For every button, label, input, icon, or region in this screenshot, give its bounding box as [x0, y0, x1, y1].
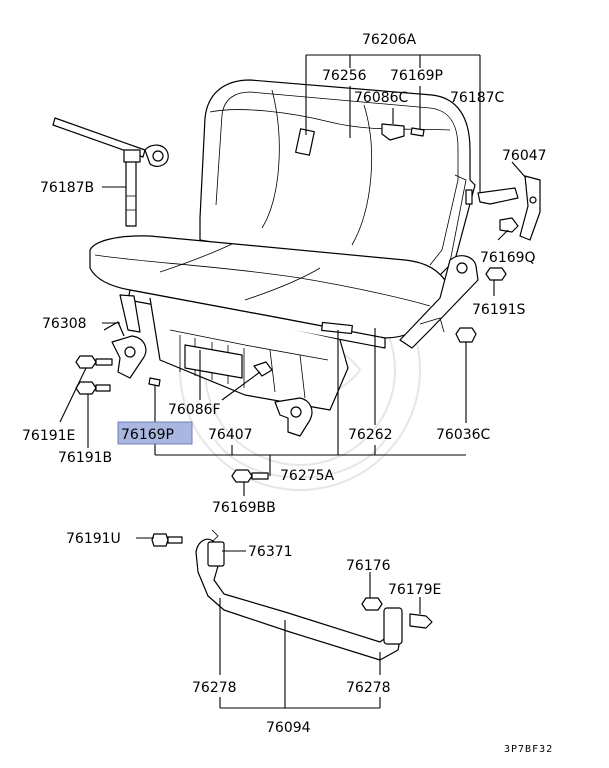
part-label-76278-right[interactable]: 76278: [346, 680, 391, 696]
hinge-bracket-center[interactable]: [274, 397, 313, 437]
nut-76176[interactable]: [361, 597, 383, 611]
part-label-76191U[interactable]: 76191U: [66, 531, 121, 547]
seat-frame[interactable]: [119, 294, 349, 411]
recliner-arm[interactable]: [399, 255, 479, 349]
seat-back[interactable]: [199, 79, 476, 281]
selected-part-highlight: [117, 421, 193, 445]
bolt-76191E[interactable]: [75, 355, 113, 369]
part-label-76206A[interactable]: 76206A: [362, 32, 417, 48]
part-label-76256[interactable]: 76256: [322, 68, 367, 84]
hinge-76187C[interactable]: [477, 187, 519, 205]
part-label-76275A[interactable]: 76275A: [280, 468, 335, 484]
bolt-76179E[interactable]: [409, 613, 433, 629]
part-label-76371[interactable]: 76371: [248, 544, 293, 560]
screw-76169P-top[interactable]: [410, 127, 425, 137]
part-labels: 76206A 76256 76169P 76086C 76187C 76047 …: [22, 32, 553, 755]
clip-76086C[interactable]: [381, 123, 405, 141]
part-label-76086F[interactable]: 76086F: [168, 402, 221, 418]
headrest-rod-76187B[interactable]: [52, 117, 169, 227]
part-label-76094[interactable]: 76094: [266, 720, 311, 736]
seat-cushion[interactable]: [89, 235, 449, 349]
part-label-76047[interactable]: 76047: [502, 148, 547, 164]
part-label-76407[interactable]: 76407: [208, 427, 253, 443]
bolt-76191U[interactable]: [151, 533, 183, 547]
bolt-76191B[interactable]: [75, 381, 111, 395]
part-label-76191E[interactable]: 76191E: [22, 428, 75, 444]
part-label-76191S[interactable]: 76191S: [472, 302, 526, 318]
part-label-76169P-selected[interactable]: 76169P: [121, 427, 174, 443]
bracket-76047[interactable]: [519, 175, 541, 241]
diagram-reference-code: 3P7BF32: [504, 744, 553, 755]
part-label-76262[interactable]: 76262: [348, 427, 393, 443]
part-label-76036C[interactable]: 76036C: [436, 427, 491, 443]
part-label-76086C[interactable]: 76086C: [354, 90, 409, 106]
part-label-76169BB[interactable]: 76169BB: [212, 500, 276, 516]
part-label-76176[interactable]: 76176: [346, 558, 391, 574]
nut-76191S[interactable]: [485, 267, 507, 281]
hinge-bracket-76308[interactable]: [103, 321, 147, 379]
part-label-76278-left[interactable]: 76278: [192, 680, 237, 696]
leader-lines: [59, 54, 527, 709]
lock-rod-76094[interactable]: [195, 538, 403, 661]
part-label-76191B[interactable]: 76191B: [58, 450, 112, 466]
bolt-76169BB[interactable]: [231, 469, 269, 483]
nut-76036C[interactable]: [455, 327, 477, 343]
part-label-76187B[interactable]: 76187B: [40, 180, 94, 196]
part-label-76169P-top[interactable]: 76169P: [390, 68, 443, 84]
part-label-76308[interactable]: 76308: [42, 316, 87, 332]
part-label-76187C[interactable]: 76187C: [450, 90, 505, 106]
part-label-76169Q[interactable]: 76169Q: [480, 250, 536, 266]
part-label-76179E[interactable]: 76179E: [388, 582, 441, 598]
screw-76169Q[interactable]: [499, 217, 519, 233]
screw-76169P-left[interactable]: [148, 377, 161, 387]
